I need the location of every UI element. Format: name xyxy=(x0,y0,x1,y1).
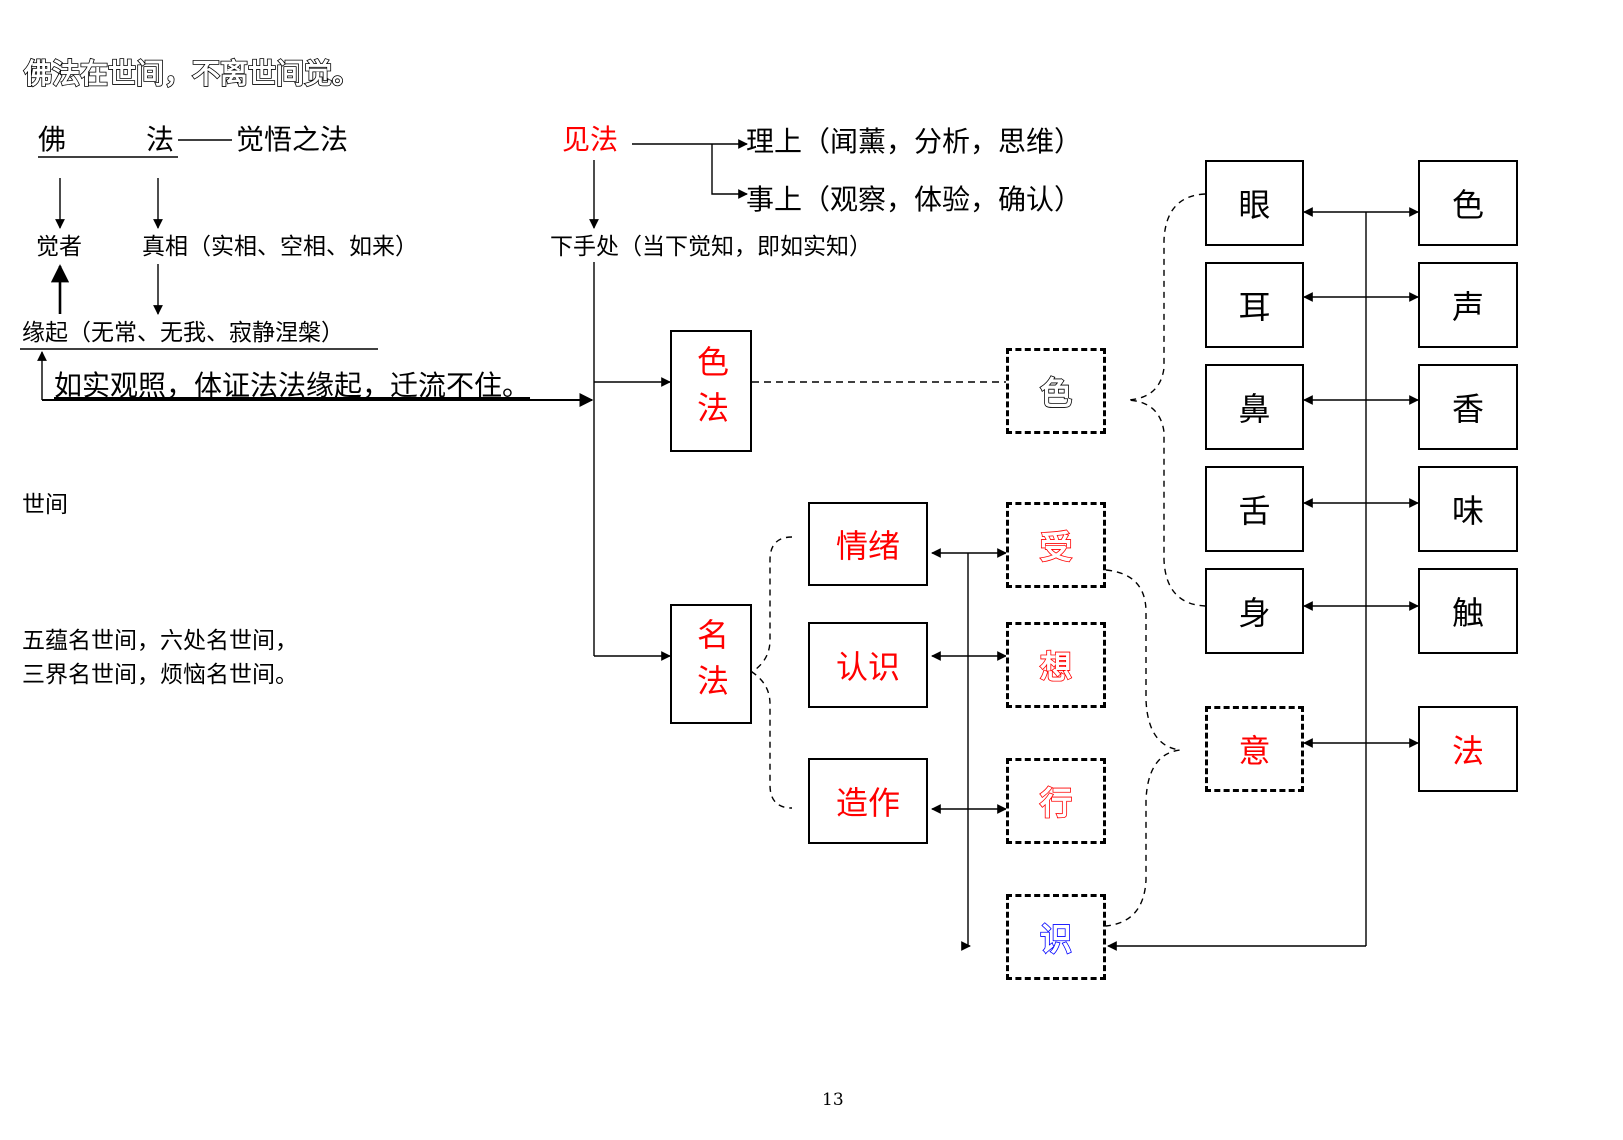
fo-label: 佛 xyxy=(38,123,67,156)
se-object-box: 色 xyxy=(1418,160,1518,246)
yi-label: 意 xyxy=(1238,732,1271,770)
shen-box: 身 xyxy=(1205,568,1304,654)
qingxu-box: 情绪 xyxy=(808,502,928,586)
wei-box: 味 xyxy=(1418,466,1518,552)
er-box: 耳 xyxy=(1205,262,1304,348)
mingfa-label: 名法 xyxy=(692,618,730,710)
jianfa-title: 见法 xyxy=(562,123,619,156)
xiang-object-label: 香 xyxy=(1451,390,1484,428)
shou-aggregate-label: 受 xyxy=(1039,527,1073,567)
qingxu-label: 情绪 xyxy=(835,527,900,565)
she-label: 舌 xyxy=(1238,492,1271,530)
bi-label: 鼻 xyxy=(1238,390,1271,428)
shou-aggregate-box: 受 xyxy=(1006,502,1106,588)
xing-aggregate-label: 行 xyxy=(1039,783,1073,823)
fa-label: 法 xyxy=(146,123,175,156)
li-branch: 理上（闻薰，分析，思维） xyxy=(746,125,1083,158)
she-box: 舌 xyxy=(1205,466,1304,552)
mingfa-box: 名法 xyxy=(670,604,752,724)
guanzhao-text: 如实观照，体证法法缘起，迁流不住。 xyxy=(54,369,531,402)
fa-object-box: 法 xyxy=(1418,706,1518,792)
fa-object-label: 法 xyxy=(1451,732,1484,770)
sefa-label: 色法 xyxy=(692,345,730,437)
xiang-object-box: 香 xyxy=(1418,364,1518,450)
renshi-label: 认识 xyxy=(835,648,900,686)
bi-box: 鼻 xyxy=(1205,364,1304,450)
shi-branch: 事上（观察，体验，确认） xyxy=(746,183,1083,216)
xiashou-label: 下手处（当下觉知，即如实知） xyxy=(550,234,872,260)
page-heading: 佛法在世间，不离世间觉。 xyxy=(23,57,361,90)
se-aggregate-box: 色 xyxy=(1006,348,1106,434)
sefa-box: 色法 xyxy=(670,330,752,452)
fa-description: 觉悟之法 xyxy=(236,123,349,156)
er-label: 耳 xyxy=(1238,288,1271,326)
yan-box: 眼 xyxy=(1205,160,1304,246)
xiang-aggregate-label: 想 xyxy=(1039,647,1073,687)
se-aggregate-label: 色 xyxy=(1039,373,1073,413)
chu-box: 触 xyxy=(1418,568,1518,654)
xiang-aggregate-box: 想 xyxy=(1006,622,1106,708)
shijian-title: 世间 xyxy=(22,492,68,518)
renshi-box: 认识 xyxy=(808,622,928,708)
yan-label: 眼 xyxy=(1238,186,1271,224)
xing-aggregate-box: 行 xyxy=(1006,758,1106,844)
sheng-label: 声 xyxy=(1451,288,1484,326)
shen-label: 身 xyxy=(1238,594,1271,632)
chu-label: 触 xyxy=(1451,594,1484,632)
zaozuo-box: 造作 xyxy=(808,758,928,844)
yi-box: 意 xyxy=(1205,706,1304,792)
se-object-label: 色 xyxy=(1451,186,1484,224)
yuanqi-label: 缘起（无常、无我、寂静涅槃） xyxy=(22,320,344,346)
shijian-line2: 三界名世间，烦恼名世间。 xyxy=(22,662,298,688)
shi-aggregate-box: 识 xyxy=(1006,894,1106,980)
juezhe-label: 觉者 xyxy=(36,234,82,260)
zhenxiang-label: 真相（实相、空相、如来） xyxy=(142,234,418,260)
sheng-box: 声 xyxy=(1418,262,1518,348)
page-number: 13 xyxy=(822,1090,844,1110)
shi-aggregate-label: 识 xyxy=(1039,919,1073,959)
zaozuo-label: 造作 xyxy=(835,784,900,822)
shijian-line1: 五蕴名世间，六处名世间， xyxy=(22,628,298,654)
wei-label: 味 xyxy=(1451,492,1484,530)
